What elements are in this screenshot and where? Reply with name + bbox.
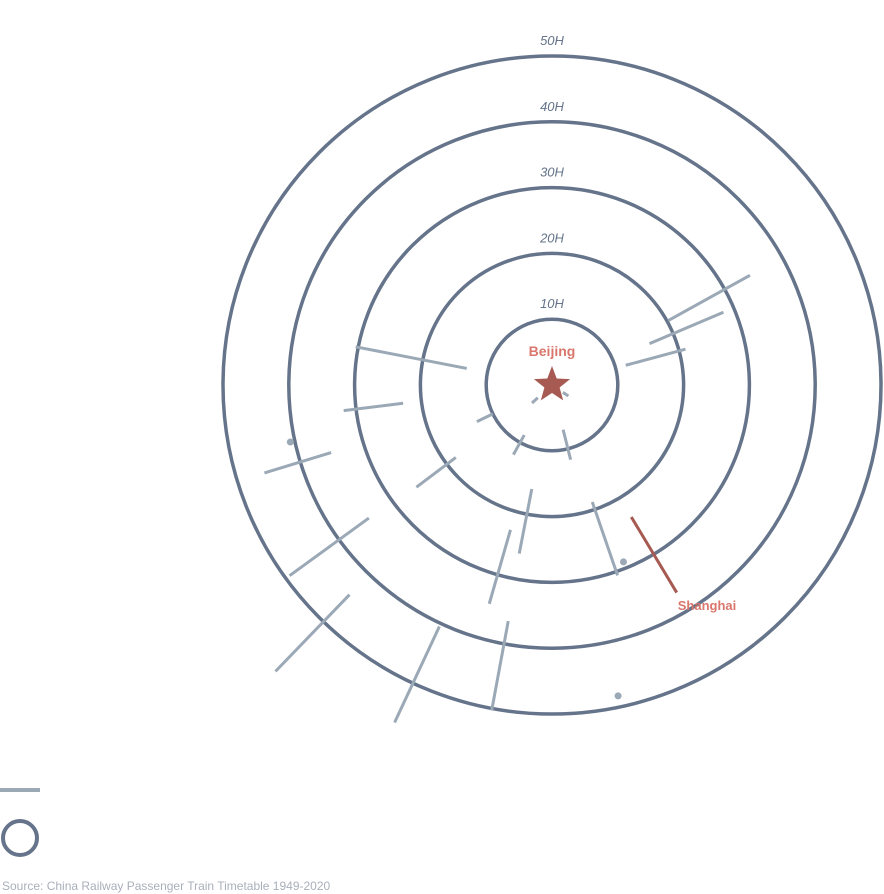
travel-time-segment [487,529,512,605]
ring-30h [352,185,752,585]
travel-time-segment [393,625,441,724]
beijing-label: Beijing [529,343,576,359]
travel-time-point [286,438,294,446]
ring-label: 40H [540,99,564,114]
travel-time-point [614,692,622,700]
ring-label: 30H [540,165,564,180]
travel-time-point [619,558,627,566]
travel-time-segment [490,620,510,711]
travel-time-segment [625,347,686,367]
travel-time-segment [274,593,351,673]
travel-time-segment [476,412,494,423]
travel-time-segment [648,310,724,345]
ring-label: 10H [540,296,564,311]
ring-label: 50H [540,33,564,48]
ring-10h [484,317,620,453]
ring-20h [418,251,686,519]
travel-time-segment [590,501,619,576]
beijing-star-icon [533,366,571,401]
travel-time-segment [667,273,751,322]
ring-label: 20H [539,230,564,245]
ring-50h [221,54,883,716]
travel-time-segment [355,345,468,370]
travel-time-segment [561,429,573,461]
travel-time-segment [517,488,534,554]
travel-time-segment [562,391,570,398]
travel-time-segment [263,451,332,475]
travel-time-segment [288,516,370,577]
travel-time-segment [512,434,526,456]
travel-time-segment [530,396,539,405]
shanghai-label: Shanghai [678,598,737,613]
source-note: Source: China Railway Passenger Train Ti… [2,879,331,893]
legend-ring-swatch [1,819,39,857]
shanghai-segment [630,516,678,594]
travel-time-segment [343,401,404,413]
travel-time-segment [415,456,457,489]
ring-40h [287,120,817,650]
